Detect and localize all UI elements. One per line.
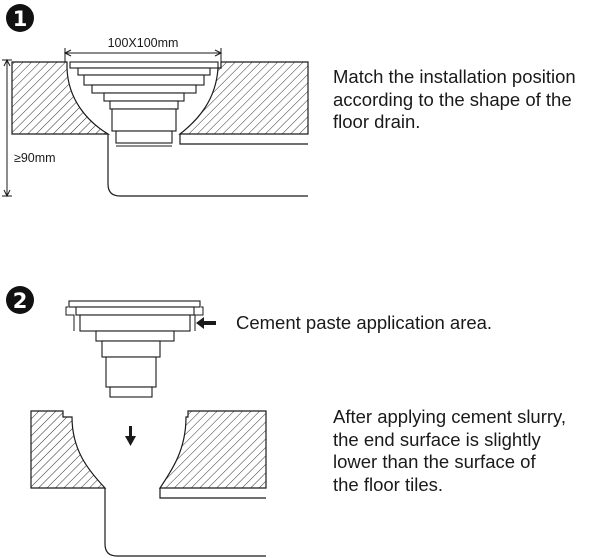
step-2-caption-line-2: the end surface is slightly — [333, 428, 541, 450]
step-2-number: 2 — [13, 289, 28, 313]
floor-drain-step1 — [69, 61, 219, 147]
step-1-badge: 1 — [6, 4, 34, 32]
step-2-caption: After applying cement slurry, the end su… — [333, 406, 566, 496]
arrow-left-icon — [196, 317, 216, 329]
step-1-caption-line-3: floor drain. — [333, 111, 421, 132]
drain-pipe-step2 — [104, 488, 266, 557]
depth-dimension-label: ≥90mm — [14, 151, 56, 165]
floor-slab-step1 — [11, 61, 309, 135]
step-2-caption-line-3: lower than the surface of — [333, 451, 536, 472]
depth-dimension-line — [2, 58, 12, 198]
arrow-down-icon — [125, 426, 136, 446]
step-1-caption: Match the installation position accordin… — [333, 66, 576, 134]
step-1-caption-line-2: according to the shape of the — [333, 88, 572, 110]
floor-drain-step2 — [68, 300, 201, 398]
width-dimension-label: 100X100mm — [108, 36, 179, 50]
step-1-caption-line-1: Match the installation position — [333, 66, 576, 87]
cement-paste-marks — [65, 306, 204, 331]
step-2-caption-line-4: the floor tiles. — [333, 473, 444, 495]
step-1-number: 1 — [13, 7, 28, 31]
width-dimension-line — [63, 48, 223, 66]
cement-paste-caption: Cement paste application area. — [236, 312, 492, 335]
step-2-caption-line-1: After applying cement slurry, — [333, 406, 567, 427]
step-2-badge: 2 — [6, 286, 34, 314]
floor-slab-step2 — [30, 410, 267, 489]
cement-paste-label: Cement paste application area. — [236, 312, 493, 333]
drain-pipe-step1 — [107, 134, 308, 197]
